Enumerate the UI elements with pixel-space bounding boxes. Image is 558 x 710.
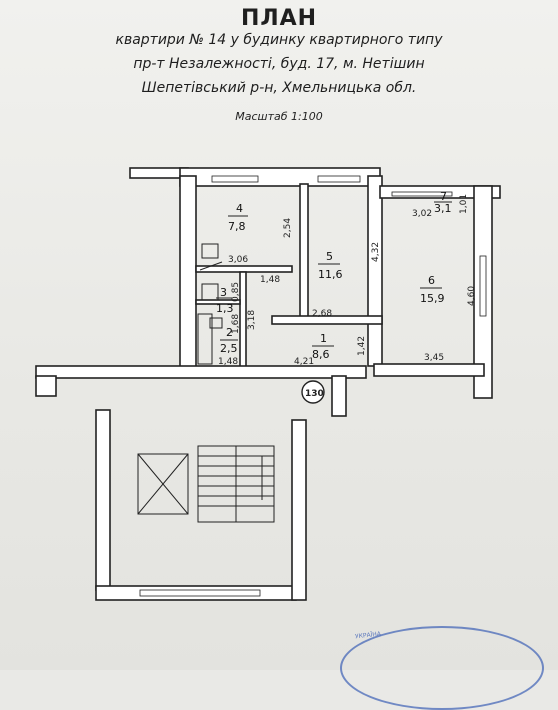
plan-subtitle-address: пр-т Незалежності, буд. 17, м. Нетішин bbox=[133, 56, 425, 72]
dim-2-68: 2,68 bbox=[312, 309, 332, 319]
room-3-number: 3 bbox=[220, 286, 227, 299]
dim-3-02: 3,02 bbox=[412, 209, 432, 219]
dim-2-54: 2,54 bbox=[283, 218, 293, 238]
dim-3-18: 3,18 bbox=[247, 310, 257, 330]
dim-1-48-a: 1,48 bbox=[260, 275, 280, 285]
plan-subtitle-apartment: квартири № 14 у будинку квартирного типу bbox=[115, 32, 443, 48]
dim-1-42: 1,42 bbox=[357, 336, 367, 356]
room-4-number: 4 bbox=[236, 202, 243, 215]
floor-plan-drawing: 4 7,8 5 11,6 6 15,9 7 3,1 1 8,6 2 2,5 3 … bbox=[35, 167, 501, 601]
fixtures bbox=[197, 243, 223, 365]
room-5-number: 5 bbox=[326, 250, 333, 263]
plan-subtitle-region: Шепетівський р-н, Хмельницька обл. bbox=[141, 80, 417, 96]
room-5-area: 11,6 bbox=[318, 268, 343, 281]
dim-4-21: 4,21 bbox=[294, 357, 314, 367]
dim-0-85: 0,85 bbox=[231, 282, 241, 302]
plan-scale: Масштаб 1:100 bbox=[235, 110, 323, 123]
room-7-area: 3,1 bbox=[434, 202, 452, 215]
dim-3-45: 3,45 bbox=[424, 353, 444, 363]
room-1-number: 1 bbox=[320, 332, 327, 345]
dim-4-60: 4,60 bbox=[467, 286, 477, 306]
dim-1-68: 1,68 bbox=[231, 314, 241, 334]
room-2-area: 2,5 bbox=[220, 342, 238, 355]
dim-1-01: 1,01 bbox=[459, 194, 469, 214]
room-3-area: 1,3 bbox=[216, 302, 234, 315]
dim-1-48-b: 1,48 bbox=[218, 357, 238, 367]
plan-title: ПЛАН bbox=[240, 6, 318, 31]
room-4-area: 7,8 bbox=[228, 220, 246, 233]
room-7-number: 7 bbox=[440, 190, 447, 203]
staircase bbox=[35, 375, 347, 601]
dim-4-32: 4,32 bbox=[371, 242, 381, 262]
marker-circle bbox=[301, 380, 325, 404]
room-2-number: 2 bbox=[226, 326, 233, 339]
dim-3-06: 3,06 bbox=[228, 255, 248, 265]
marker-number: 130 bbox=[305, 389, 324, 399]
windows bbox=[211, 175, 487, 317]
room-1-area: 8,6 bbox=[312, 348, 330, 361]
room-6-number: 6 bbox=[428, 274, 435, 287]
room-6-area: 15,9 bbox=[420, 292, 445, 305]
